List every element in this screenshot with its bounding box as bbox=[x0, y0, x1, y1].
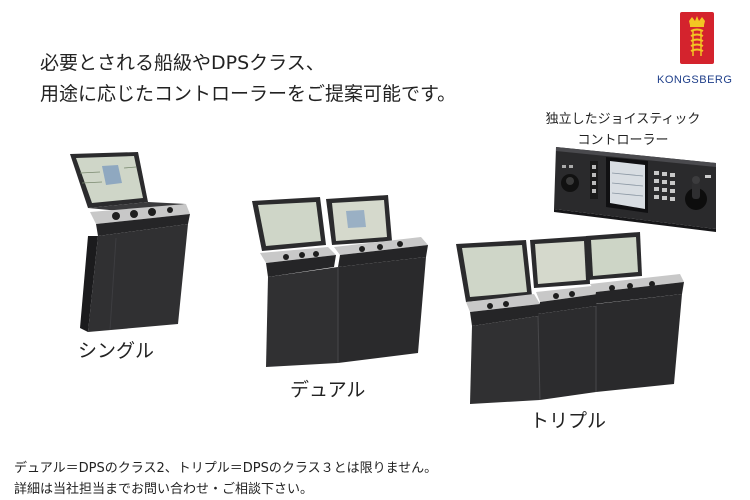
footnote: デュアル＝DPSのクラス2、トリプル＝DPSのクラス３とは限りません。 詳細は当… bbox=[14, 458, 437, 500]
headline-line-1: 必要とされる船級やDPSクラス、 bbox=[40, 52, 325, 74]
joystick-label-line-1: 独立したジョイスティック bbox=[545, 112, 701, 127]
single-console-label: シングル bbox=[78, 340, 155, 362]
joystick-controller-label: 独立したジョイスティック コントローラー bbox=[538, 109, 708, 151]
single-console-image bbox=[70, 152, 190, 332]
kongsberg-crest-icon bbox=[689, 16, 705, 56]
brand-name: KONGSBERG bbox=[657, 74, 733, 86]
headline: 必要とされる船級やDPSクラス、 用途に応じたコントローラーをご提案可能です。 bbox=[40, 48, 456, 110]
joystick-label-line-2: コントローラー bbox=[577, 133, 669, 148]
kongsberg-logo bbox=[680, 12, 714, 64]
joystick-controller-image bbox=[554, 147, 716, 232]
footnote-line-2: 詳細は当社担当までお問い合わせ・ご相談下さい。 bbox=[14, 482, 314, 497]
headline-line-2: 用途に応じたコントローラーをご提案可能です。 bbox=[40, 83, 457, 105]
dual-console-label: デュアル bbox=[290, 379, 366, 401]
dual-console-image bbox=[252, 195, 428, 367]
triple-console-label: トリプル bbox=[530, 410, 607, 432]
triple-console-image bbox=[456, 232, 684, 404]
footnote-line-1: デュアル＝DPSのクラス2、トリプル＝DPSのクラス３とは限りません。 bbox=[14, 461, 438, 476]
